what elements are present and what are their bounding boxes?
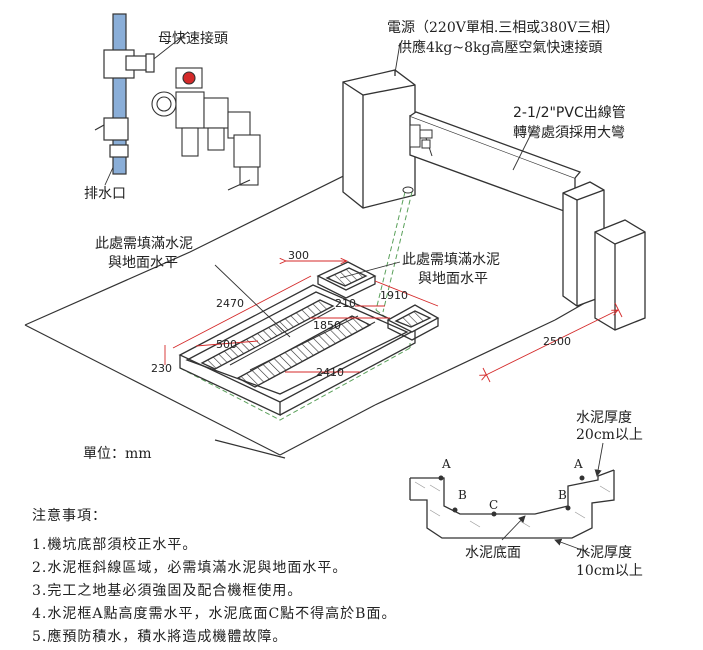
power-supply-label: 電源（220V單相.三相或380V三相） [387, 20, 620, 36]
point-b-left: B [458, 488, 467, 502]
unit-label: 單位：mm [83, 446, 152, 462]
dim-1910: 1910 [380, 289, 408, 302]
point-a-right: A [574, 457, 583, 471]
dim-230: 230 [151, 362, 172, 375]
notes-block: 注意事項： 1.機坑底部須校正水平。 2.水泥框斜線區域，必需填滿水泥與地面水平… [32, 505, 396, 649]
note-item-4: 4.水泥框A點高度需水平，水泥底面C點不得高於B面。 [32, 606, 397, 622]
section-profile [409, 469, 615, 539]
note-item-5: 5.應預防積水，積水將造成機體故障。 [32, 629, 288, 645]
note-item-3: 3.完工之地基必須強固及配合機框使用。 [32, 583, 303, 599]
thickness-top-label: 水泥厚度 [576, 410, 632, 426]
pvc-bend-label: 轉彎處須採用大彎 [513, 125, 625, 141]
dim-1850: 1850 [313, 319, 341, 332]
floor-outline [24, 147, 591, 459]
point-a-left: A [442, 457, 451, 471]
pvc-opening [402, 186, 414, 194]
concrete-bottom-label: 水泥底面 [465, 545, 521, 561]
thickness-bottom-value: 10cm以上 [576, 563, 643, 579]
dimension-lines [164, 261, 623, 383]
left-column [342, 69, 416, 209]
air-supply-label: 供應4kg~8kg高壓空氣快速接頭 [398, 40, 603, 56]
air-regulator-icon [151, 67, 261, 191]
pvc-conduit-label: 2-1/2"PVC出線管 [513, 105, 626, 121]
power-connector [409, 124, 433, 157]
section-leaders [501, 442, 604, 554]
leader-lines [104, 31, 535, 338]
dim-2410: 2410 [316, 366, 344, 379]
dim-500: 500 [216, 338, 237, 351]
dim-2470: 2470 [216, 297, 244, 310]
section-point-markers [438, 475, 585, 517]
fill-left-sublabel: 與地面水平 [108, 255, 178, 271]
female-coupler-label: 母快速接頭 [158, 31, 228, 47]
air-pipe-assembly [94, 13, 155, 175]
drain-label: 排水口 [84, 186, 126, 202]
fill-right-sublabel: 與地面水平 [418, 271, 488, 287]
fill-right-label: 此處需填滿水泥 [402, 252, 500, 268]
notes-title: 注意事項： [32, 508, 107, 524]
dim-300: 300 [288, 249, 309, 262]
point-b-right: B [558, 488, 567, 502]
note-item-1: 1.機坑底部須校正水平。 [32, 537, 198, 553]
note-item-2: 2.水泥框斜線區域，必需填滿水泥與地面水平。 [32, 560, 348, 576]
fill-left-label: 此處需填滿水泥 [95, 236, 193, 252]
point-c: C [489, 498, 499, 512]
thickness-top-value: 20cm以上 [576, 427, 643, 443]
dim-2500: 2500 [543, 335, 571, 348]
dim-210: 210 [335, 297, 356, 310]
thickness-bottom-label: 水泥厚度 [576, 545, 632, 561]
